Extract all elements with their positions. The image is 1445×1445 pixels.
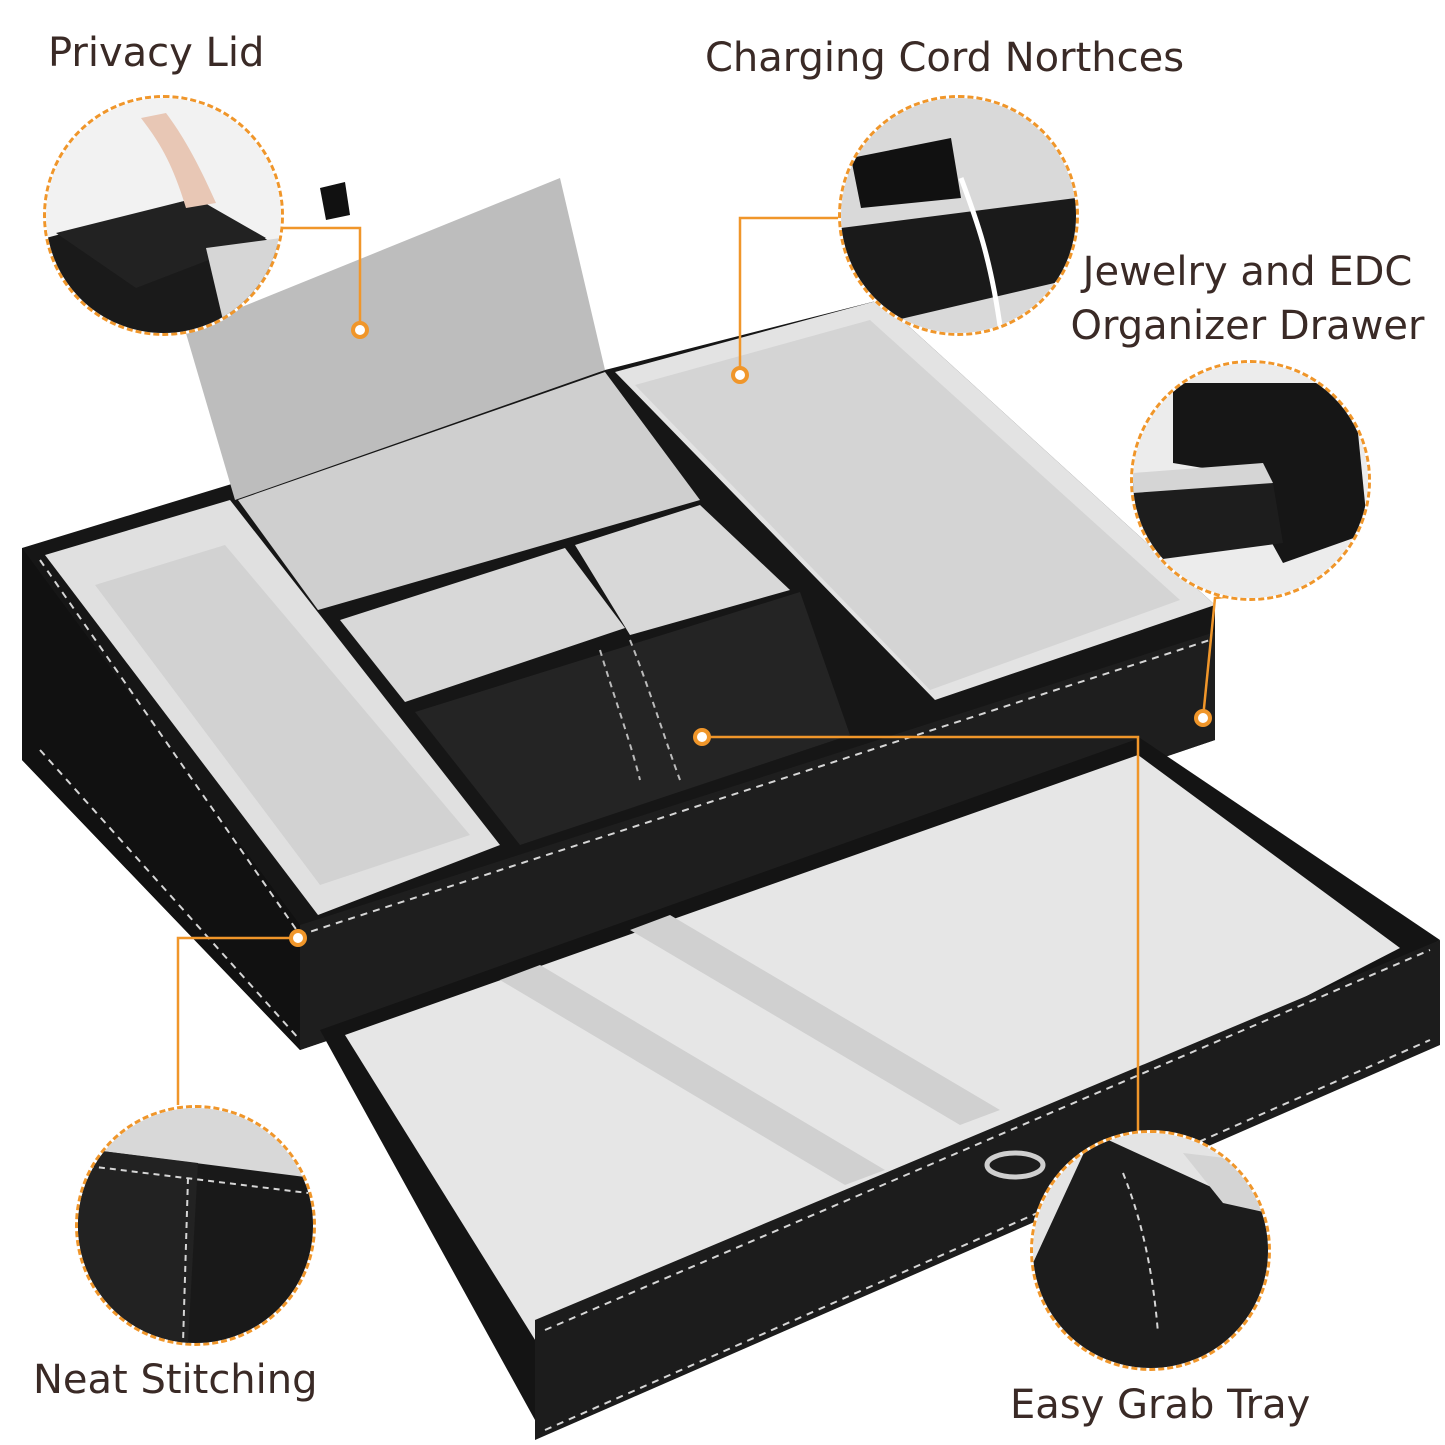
label-organizer-drawer-line2: Organizer Drawer xyxy=(1070,303,1425,349)
left-compartment-inner xyxy=(95,545,470,885)
label-organizer-drawer-line1: Jewelry and EDC xyxy=(1082,249,1413,295)
label-neat-stitching: Neat Stitching xyxy=(33,1357,318,1403)
label-charging-cord: Charging Cord Northces xyxy=(705,35,1185,81)
drawer-divider-1 xyxy=(500,965,885,1185)
right-compartment-inner xyxy=(635,320,1180,690)
drawer-stitching xyxy=(544,949,1431,1431)
small-compartment-right xyxy=(575,505,790,635)
drawer-front xyxy=(535,940,1440,1440)
drawer-handle xyxy=(984,1150,1046,1180)
center-compartment xyxy=(238,372,700,610)
privacy-lid xyxy=(185,178,605,500)
main-box-left-side xyxy=(22,548,300,1050)
label-easy-grab-tray: Easy Grab Tray xyxy=(1010,1382,1311,1428)
callout-organizer-drawer xyxy=(1130,360,1371,601)
callout-privacy-lid xyxy=(43,95,284,336)
callout-charging-cord xyxy=(838,95,1079,336)
label-organizer-drawer: Jewelry and EDC Organizer Drawer xyxy=(1060,245,1435,353)
callout-easy-grab-tray xyxy=(1030,1130,1271,1371)
lid-pull-tab xyxy=(320,182,350,220)
label-privacy-lid: Privacy Lid xyxy=(48,30,265,76)
callout-dots xyxy=(289,321,1212,947)
drawer-divider-2 xyxy=(630,915,1000,1125)
callout-neat-stitching xyxy=(75,1105,316,1346)
small-compartment-left xyxy=(340,548,625,702)
pad-stitching xyxy=(599,639,681,781)
leather-pad xyxy=(415,592,850,845)
